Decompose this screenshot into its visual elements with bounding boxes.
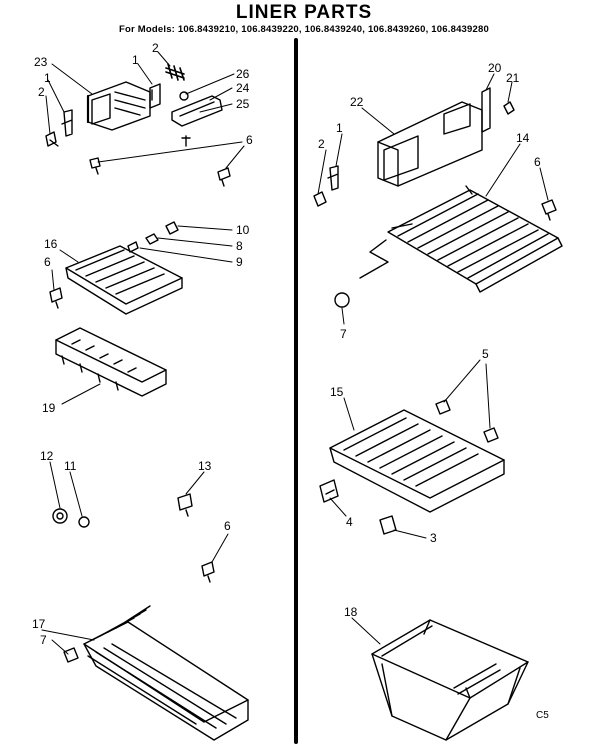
callout-25: 25 <box>236 97 250 111</box>
callout-24: 24 <box>236 81 250 95</box>
glass-shelf-part <box>329 409 505 513</box>
knob-part <box>52 508 68 524</box>
screw-part-3 <box>313 191 327 207</box>
ice-cube-tray-part <box>55 327 167 397</box>
clip-part-8 <box>435 399 451 415</box>
callout-7: 7 <box>340 327 347 341</box>
model-list: For Models: 106.8439210, 106.8439220, 10… <box>119 24 489 35</box>
callout-6: 6 <box>246 133 253 147</box>
callout-6: 6 <box>224 519 231 533</box>
callout-2: 2 <box>152 41 159 55</box>
callout-10: 10 <box>236 223 250 237</box>
callout-11: 11 <box>64 459 77 473</box>
callout-1: 1 <box>132 53 139 67</box>
screw-small <box>181 135 191 147</box>
diagram-code: C5 <box>536 710 549 721</box>
bracket-part <box>149 83 161 109</box>
leader-lines <box>41 51 549 655</box>
clip-part-6 <box>63 647 79 663</box>
knob-part-3 <box>334 292 350 308</box>
clip-part-2 <box>217 167 231 187</box>
callout-14: 14 <box>516 131 530 145</box>
screw-part <box>45 131 59 147</box>
page-title: LINER PARTS <box>235 2 373 23</box>
callout-16: 16 <box>44 237 58 251</box>
callout-15: 15 <box>330 385 344 399</box>
support-part-2 <box>379 515 397 535</box>
crisper-drawer-part <box>371 619 529 741</box>
callout-17: 17 <box>32 617 46 631</box>
small-fitting-3 <box>127 241 139 253</box>
callout-12: 12 <box>40 449 54 463</box>
control-panel-part <box>86 81 151 131</box>
callout-1: 1 <box>44 71 51 85</box>
small-fitting-2 <box>145 233 159 245</box>
wire-basket-part <box>83 605 249 741</box>
callout-2: 2 <box>38 85 45 99</box>
clip-part-7 <box>541 199 557 221</box>
clip-part-5 <box>201 561 215 583</box>
callout-18: 18 <box>344 605 358 619</box>
callout-23: 23 <box>34 55 48 69</box>
callout-22: 22 <box>350 95 364 109</box>
hinge-bracket <box>61 109 73 137</box>
callout-5: 5 <box>482 347 489 361</box>
wire-shelf-part <box>387 185 563 293</box>
callout-19: 19 <box>42 401 56 415</box>
callout-20: 20 <box>488 61 502 75</box>
callout-7: 7 <box>40 633 47 647</box>
clip-part-4 <box>177 493 193 517</box>
callout-4: 4 <box>346 515 353 529</box>
clip-part-3 <box>49 287 63 309</box>
callout-9: 9 <box>236 255 243 269</box>
control-housing-part <box>377 101 483 187</box>
shelf-tie-line <box>359 239 389 279</box>
shelf-bar-part <box>171 95 223 127</box>
knob-part-2 <box>78 516 90 528</box>
callout-labels: 23 1 2 1 2 26 24 25 6 10 8 9 16 6 19 12 … <box>32 41 541 647</box>
clip-part-9 <box>483 427 499 443</box>
small-fitting <box>165 221 179 235</box>
button-part <box>179 91 189 101</box>
ice-shelf-part <box>65 245 183 315</box>
callout-1: 1 <box>336 121 343 135</box>
callout-6: 6 <box>534 155 541 169</box>
control-bracket <box>481 87 491 133</box>
callout-21: 21 <box>506 71 520 85</box>
callout-13: 13 <box>198 459 212 473</box>
hinge-bracket-2 <box>327 165 339 191</box>
spring-part <box>165 63 185 81</box>
callout-3: 3 <box>430 531 437 545</box>
support-part <box>319 479 339 503</box>
screw-part-2 <box>503 101 515 115</box>
callout-6: 6 <box>44 255 51 269</box>
callout-2: 2 <box>318 137 325 151</box>
clip-part <box>89 157 101 175</box>
callout-26: 26 <box>236 67 250 81</box>
callout-8: 8 <box>236 239 243 253</box>
